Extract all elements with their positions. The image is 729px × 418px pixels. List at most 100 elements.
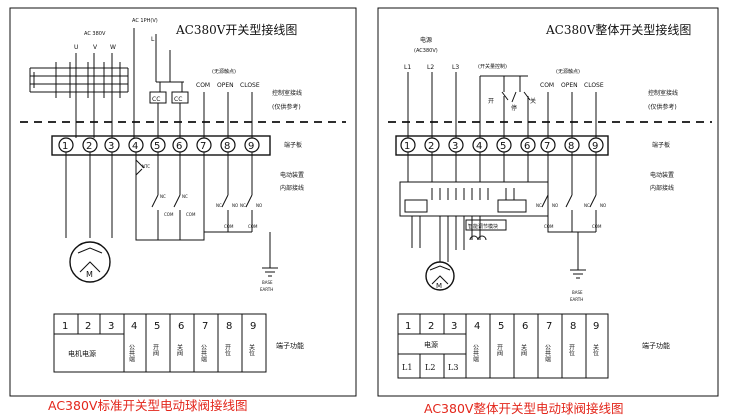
- left-ntc-symbol: [135, 159, 145, 176]
- left-table-num: 7: [202, 321, 208, 332]
- right-frame: [377, 7, 719, 397]
- left-motor-symbol: [69, 241, 111, 283]
- right-table-frame: [397, 313, 609, 379]
- left-reference-only: (仅供参考): [272, 103, 301, 111]
- left-switch-label: NC: [216, 203, 222, 208]
- left-ac-control: AC 1PH(V): [132, 18, 158, 24]
- left-table-num: 3: [108, 321, 114, 332]
- left-terminal-feeds: [157, 92, 253, 138]
- right-terminal-num: 7: [544, 141, 550, 152]
- right-table-num: 6: [522, 321, 528, 332]
- right-table-num: 3: [451, 321, 457, 332]
- left-function-table: 1 2 3 4 5 6 7 8 9 电机电源 公共端 开阀 关阀 公共端 开位 …: [53, 313, 267, 373]
- right-module-terminals-a: [404, 199, 428, 213]
- right-terminal-num: 8: [568, 141, 574, 152]
- left-panel: AC380V开关型接线图 AC 380V U V W AC 1PH(V) L C…: [9, 7, 357, 397]
- right-table-num: 8: [570, 321, 576, 332]
- right-module-coil: [469, 235, 487, 241]
- left-switch-label: NC: [182, 194, 188, 199]
- right-open-label: 开: [488, 98, 494, 105]
- left-switch-label: NO: [232, 203, 238, 208]
- left-phase-v: V: [93, 44, 98, 51]
- left-contactor-links: [29, 62, 129, 98]
- left-table-func: 公共端: [200, 344, 207, 363]
- left-phase-wires: [75, 53, 113, 138]
- right-terminal-num: 9: [592, 141, 598, 152]
- right-terminal-num: 3: [452, 141, 458, 152]
- left-switch-label: COM: [164, 212, 174, 217]
- right-terminal-num: 2: [428, 141, 434, 152]
- right-switch-label: NO: [552, 203, 558, 208]
- right-supply-label: (AC380V): [414, 48, 438, 54]
- right-limit-switches: [541, 194, 597, 208]
- left-motor-windings: [77, 247, 103, 273]
- right-table-num: 1: [405, 321, 411, 332]
- right-reference-only: (仅供参考): [648, 103, 677, 111]
- right-table-func: 关位: [592, 343, 599, 356]
- right-supply-wires: [407, 72, 597, 138]
- left-table-grid: [54, 314, 243, 372]
- right-switch-label: NC: [536, 203, 542, 208]
- right-table-num: 4: [474, 321, 480, 332]
- left-phase-u: U: [74, 44, 78, 51]
- left-terminal-num: 9: [248, 141, 254, 152]
- right-earth-label: BASE: [572, 290, 583, 295]
- right-table-num: 9: [593, 321, 599, 332]
- right-terminal-board-label: 端子板: [652, 141, 670, 149]
- right-terminal-board: [395, 135, 609, 156]
- right-terminal-num: 1: [404, 141, 410, 152]
- left-close-label: CLOSE: [240, 82, 260, 89]
- right-module-terminals-b: [497, 199, 527, 213]
- right-device-wiring-2: 内部接线: [650, 184, 674, 192]
- left-terminal-board: [51, 135, 271, 156]
- right-table-func: 开位: [568, 344, 575, 356]
- left-table-func: 关位: [248, 343, 255, 356]
- right-table-line: L1: [402, 363, 412, 372]
- left-table-func: 关阀: [176, 343, 183, 357]
- left-table-num: 6: [178, 321, 184, 332]
- right-earth-symbol: [570, 232, 586, 279]
- right-module-outputs: [411, 216, 481, 262]
- right-earth-label: EARTH: [570, 297, 583, 302]
- right-table-line: L2: [425, 363, 435, 372]
- left-title: AC380V开关型接线图: [175, 22, 297, 37]
- left-switch-label: COM: [224, 224, 234, 229]
- left-ntc-label: NTC: [142, 164, 150, 169]
- right-table-func: 关阀: [520, 343, 527, 357]
- left-passive-contact: (无源触点): [212, 68, 236, 75]
- right-open-label-2: OPEN: [561, 82, 578, 89]
- left-switch-label: COM: [186, 212, 196, 217]
- left-internal-wires: [65, 152, 253, 241]
- left-terminal-num: 1: [62, 141, 68, 152]
- left-contactor-1-label: CC: [152, 96, 160, 103]
- left-switch-label: NC: [240, 203, 246, 208]
- left-earth-label: BASE: [262, 280, 273, 285]
- left-control-wires: [133, 28, 184, 138]
- left-earth-symbol: [262, 232, 278, 277]
- right-function-label: 端子功能: [642, 341, 670, 350]
- left-terminal-num: 4: [132, 141, 138, 152]
- left-table-num: 1: [62, 321, 68, 332]
- left-table-func: 开阀: [152, 344, 159, 357]
- right-close-label: 关: [530, 97, 536, 105]
- right-function-table: 1 2 3 4 5 6 7 8 9 电源 L1 L2 L3 公共端 开阀 关阀 …: [397, 313, 609, 379]
- right-table-num: 7: [546, 321, 552, 332]
- left-table-motor-power: 电机电源: [68, 349, 96, 358]
- left-switch-label: NC: [160, 194, 166, 199]
- left-terminal-num: 6: [176, 141, 182, 152]
- right-terminal-num: 4: [476, 141, 482, 152]
- left-switch-label: COM: [248, 224, 258, 229]
- right-table-func: 开阀: [496, 344, 503, 357]
- left-device-wiring-1: 电动装置: [280, 171, 304, 179]
- left-terminal-num: 5: [154, 141, 160, 152]
- right-table-line: L3: [448, 363, 458, 372]
- right-close-label-2: CLOSE: [584, 82, 604, 89]
- right-caption: AC380V整体开关型电动球阀接线图: [424, 401, 623, 416]
- left-terminal-num: 7: [200, 141, 206, 152]
- right-switch-label: NO: [600, 203, 606, 208]
- left-control-room: 控制室接线: [272, 89, 302, 97]
- left-contactor-2-label: CC: [174, 96, 182, 103]
- right-table-num: 2: [428, 321, 434, 332]
- left-table-num: 9: [250, 321, 256, 332]
